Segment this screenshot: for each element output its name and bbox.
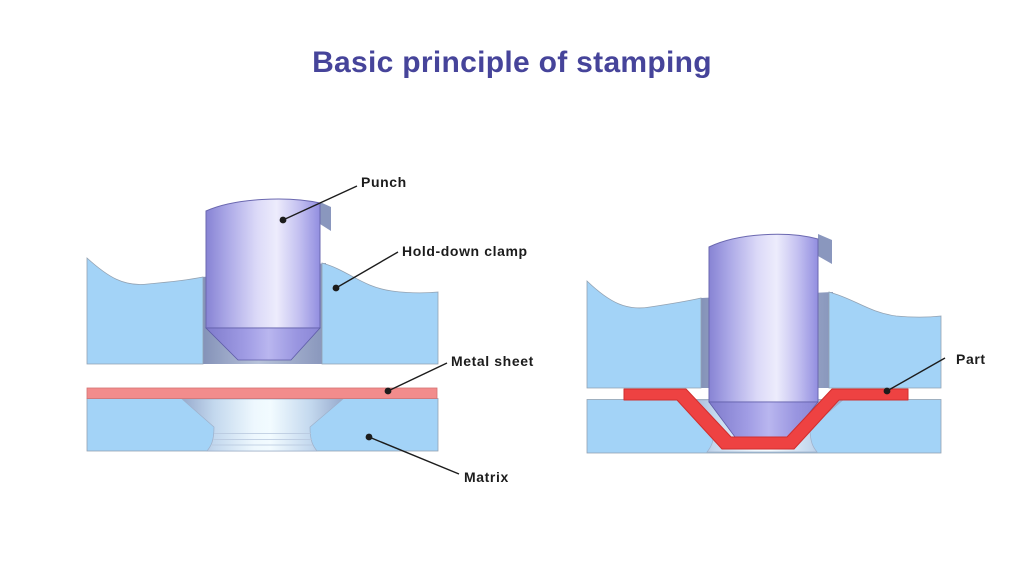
right-diagram-stamped-part [586, 233, 942, 454]
left-diagram-open-tool [86, 198, 439, 452]
metal-sheet-leader-dot [384, 387, 392, 395]
hold-down-clamp-left-shape [86, 257, 204, 365]
callout-leaders [279, 185, 946, 475]
metal-sheet-leader-line [387, 362, 448, 392]
hold-down-clamp-leader-dot [332, 284, 340, 292]
hold-down-clamp-left-shape-right [586, 280, 702, 389]
punch-shape-right [708, 233, 819, 403]
part-leader-dot [883, 387, 891, 395]
punch-shape [205, 198, 321, 329]
label-punch: Punch [361, 174, 407, 190]
metal-sheet-shape [86, 387, 438, 399]
label-metal-sheet: Metal sheet [451, 353, 534, 369]
punch-leader-dot [279, 216, 287, 224]
hold-down-clamp-leader-line [335, 251, 399, 289]
label-hold-down-clamp: Hold-down clamp [402, 243, 528, 259]
hold-down-clamp-right-shape-right [828, 291, 942, 389]
punch-guide-wedge [320, 202, 331, 231]
part-leader-line [886, 357, 946, 392]
punch-guide-wedge-right [818, 234, 832, 264]
page-title: Basic principle of stamping [312, 46, 712, 79]
matrix-leader-line [368, 436, 460, 475]
label-matrix: Matrix [464, 469, 509, 485]
label-part: Part [956, 351, 986, 367]
die-cavity-shape [181, 398, 344, 452]
punch-tip-cone-shape [205, 327, 321, 361]
punch-leader-line [282, 185, 358, 221]
part-shape [623, 388, 909, 450]
matrix-leader-dot [365, 433, 373, 441]
hold-down-clamp-right-shape [321, 262, 439, 365]
die-cavity-ridges [212, 433, 313, 446]
